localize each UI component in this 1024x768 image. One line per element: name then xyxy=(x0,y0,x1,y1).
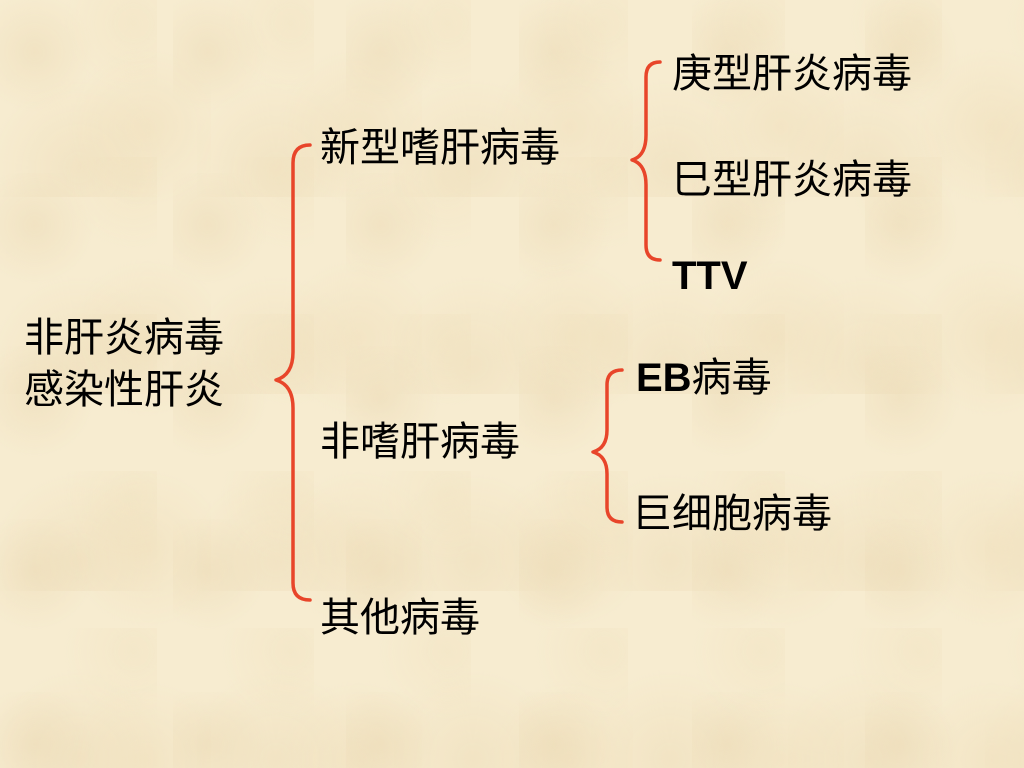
root-node: 非肝炎病毒 感染性肝炎 xyxy=(24,312,284,416)
node-cytomegalovirus: 巨细胞病毒 xyxy=(632,491,832,537)
eb-prefix: EB xyxy=(636,356,692,400)
node-eb-virus: EB病毒 xyxy=(636,354,772,402)
node-other-viruses: 其他病毒 xyxy=(320,595,480,641)
eb-suffix: 病毒 xyxy=(691,355,772,401)
node-non-hepatotropic: 非嗜肝病毒 xyxy=(320,419,520,465)
node-ji-hepatitis: 巳型肝炎病毒 xyxy=(672,157,912,203)
root-brace xyxy=(274,143,312,602)
non-hepatotropic-brace xyxy=(591,368,624,524)
root-line-1: 非肝炎病毒 xyxy=(24,315,224,361)
node-ttv: TTV xyxy=(672,254,748,298)
node-new-hepatotropic: 新型嗜肝病毒 xyxy=(320,125,560,171)
new-hepatotropic-brace xyxy=(630,60,662,262)
root-line-2: 感染性肝炎 xyxy=(24,367,224,413)
node-geng-hepatitis: 庚型肝炎病毒 xyxy=(672,51,912,97)
